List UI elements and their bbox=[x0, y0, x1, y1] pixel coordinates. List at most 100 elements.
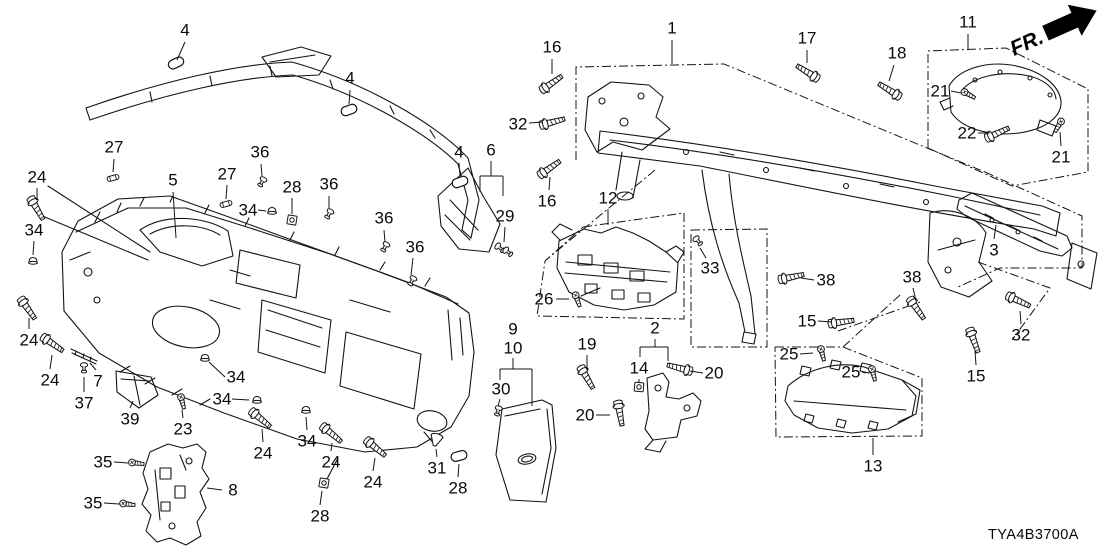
stud-icon bbox=[322, 207, 336, 221]
callout-label-6: 6 bbox=[486, 140, 496, 160]
callout-label-2: 2 bbox=[650, 318, 660, 338]
callout-label-34: 34 bbox=[297, 431, 317, 451]
callout-label-24: 24 bbox=[363, 472, 383, 492]
stud-icon bbox=[79, 362, 89, 374]
bolt-icon bbox=[903, 293, 929, 323]
callout-label-34: 34 bbox=[226, 367, 246, 387]
callout-label-14: 14 bbox=[629, 358, 649, 378]
bolt-icon bbox=[875, 78, 905, 103]
ovalcap-icon bbox=[449, 448, 469, 464]
bolt-icon bbox=[1003, 289, 1033, 312]
callout-label-32: 32 bbox=[508, 114, 528, 134]
bolt-icon bbox=[536, 71, 566, 97]
callout-label-30: 30 bbox=[491, 379, 511, 399]
squareclip-icon bbox=[633, 381, 645, 393]
diagram-code: TYA4B3700A bbox=[988, 527, 1079, 543]
callout-label-34: 34 bbox=[212, 389, 232, 409]
dome-icon bbox=[301, 406, 311, 414]
callout-label-22: 22 bbox=[957, 123, 977, 143]
callout-label-24: 24 bbox=[27, 167, 47, 187]
callout-label-39: 39 bbox=[120, 409, 140, 429]
callout-label-23: 23 bbox=[173, 419, 193, 439]
stud-icon bbox=[691, 234, 705, 248]
dome-icon bbox=[252, 396, 262, 404]
screw-icon bbox=[959, 86, 978, 102]
screw-icon bbox=[118, 499, 136, 509]
callout-label-34: 34 bbox=[24, 220, 44, 240]
screw-icon bbox=[127, 458, 145, 468]
screw-icon bbox=[816, 344, 828, 363]
leader-lines bbox=[28, 34, 1062, 506]
callout-label-36: 36 bbox=[250, 142, 270, 162]
callout-label-12: 12 bbox=[598, 188, 618, 208]
dome-icon bbox=[200, 354, 210, 362]
callout-label-38: 38 bbox=[902, 267, 922, 287]
squareclip-icon bbox=[286, 214, 298, 226]
ovalcap-icon bbox=[450, 174, 470, 190]
bolt-icon bbox=[361, 434, 390, 461]
callout-label-34: 34 bbox=[238, 200, 258, 220]
bolt-icon bbox=[665, 358, 695, 378]
flatclip-icon bbox=[106, 173, 120, 183]
callout-label-4: 4 bbox=[180, 20, 190, 40]
screw-icon bbox=[570, 290, 584, 309]
callout-label-20: 20 bbox=[575, 405, 595, 425]
callout-label-20: 20 bbox=[704, 363, 724, 383]
callout-label-38: 38 bbox=[816, 270, 836, 290]
bolt-icon bbox=[611, 398, 629, 428]
bolt-icon bbox=[793, 60, 823, 85]
callout-label-15: 15 bbox=[966, 366, 986, 386]
callout-label-7: 7 bbox=[93, 371, 103, 391]
callout-label-26: 26 bbox=[534, 289, 554, 309]
callout-label-28: 28 bbox=[310, 506, 330, 526]
dome-icon bbox=[28, 257, 38, 265]
callout-label-1: 1 bbox=[667, 18, 677, 38]
bolt-icon bbox=[776, 268, 806, 286]
ovalcap-icon bbox=[166, 54, 186, 72]
callout-label-37: 37 bbox=[74, 393, 94, 413]
callout-label-35: 35 bbox=[93, 452, 113, 472]
squareclip-icon bbox=[318, 477, 330, 489]
callout-label-5: 5 bbox=[168, 170, 178, 190]
bolt-icon bbox=[317, 420, 346, 447]
callout-label-24: 24 bbox=[253, 443, 273, 463]
callout-label-3: 3 bbox=[989, 240, 999, 260]
callout-label-24: 24 bbox=[321, 452, 341, 472]
callout-label-16: 16 bbox=[537, 191, 557, 211]
callout-label-29: 29 bbox=[495, 206, 515, 226]
bolt-icon bbox=[14, 293, 40, 323]
group-outline-boxes bbox=[536, 47, 1089, 438]
callout-label-21: 21 bbox=[930, 81, 950, 101]
part-drawings bbox=[39, 46, 1098, 546]
ovalcap-icon bbox=[339, 102, 359, 118]
callout-label-8: 8 bbox=[228, 480, 238, 500]
callout-label-24: 24 bbox=[40, 370, 60, 390]
callout-label-27: 27 bbox=[104, 137, 124, 157]
bolt-icon bbox=[534, 156, 564, 182]
fr-direction-arrow: FR. bbox=[1007, 4, 1097, 61]
bolt-icon bbox=[246, 405, 275, 432]
callout-label-18: 18 bbox=[887, 43, 907, 63]
flatclip-icon bbox=[219, 199, 233, 209]
dome-icon bbox=[267, 207, 277, 215]
callout-label-15: 15 bbox=[797, 311, 817, 331]
callout-label-28: 28 bbox=[282, 177, 302, 197]
callout-label-33: 33 bbox=[700, 258, 720, 278]
callout-label-27: 27 bbox=[217, 164, 237, 184]
bolt-icon bbox=[963, 325, 984, 355]
callout-label-31: 31 bbox=[427, 458, 447, 478]
fr-label: FR. bbox=[1007, 26, 1047, 61]
callout-label-13: 13 bbox=[863, 456, 883, 476]
callout-label-28: 28 bbox=[448, 478, 468, 498]
stud-icon bbox=[378, 240, 392, 254]
callout-label-19: 19 bbox=[577, 334, 597, 354]
callout-label-36: 36 bbox=[405, 237, 425, 257]
callout-label-25: 25 bbox=[779, 344, 799, 364]
callout-label-17: 17 bbox=[797, 28, 817, 48]
bolt-icon bbox=[37, 330, 67, 356]
callout-label-4: 4 bbox=[454, 142, 464, 162]
callout-label-4: 4 bbox=[345, 68, 355, 88]
callout-label-25: 25 bbox=[841, 362, 861, 382]
